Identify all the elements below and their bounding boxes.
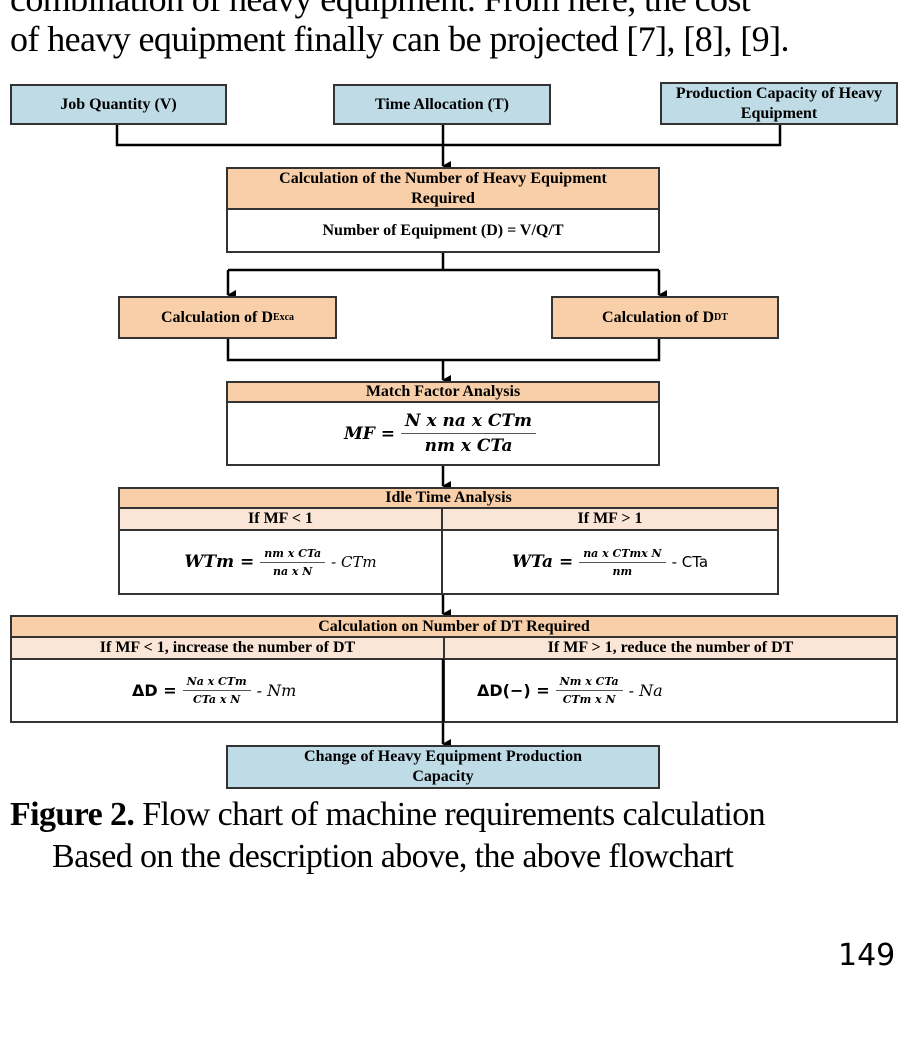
mf-denominator: nm x CTa xyxy=(424,436,513,456)
idle-left-condition: If MF < 1 xyxy=(120,509,443,531)
dt-right-condition: If MF > 1, reduce the number of DT xyxy=(445,638,896,660)
delta-d-numerator: Na x CTm xyxy=(182,675,251,691)
idle-time-box: Idle Time Analysis If MF < 1 If MF > 1 W… xyxy=(118,487,779,595)
idle-right-condition: If MF > 1 xyxy=(443,509,777,531)
delta-d-minus-denominator: CTm x N xyxy=(562,693,616,706)
caption-text: Flow chart of machine requirements calcu… xyxy=(134,796,766,833)
input-production-capacity: Production Capacity of Heavy Equipment xyxy=(660,82,898,125)
mf-lhs: MF = xyxy=(343,423,396,444)
figure-caption: Figure 2. Flow chart of machine requirem… xyxy=(10,796,766,834)
mf-numerator: N x na x CTm xyxy=(401,411,537,434)
body-text-prev-line: combination of heavy equipment. From her… xyxy=(10,0,751,20)
calc-number-formula: Number of Equipment (D) = V/Q/T xyxy=(322,221,564,239)
connector-inputs xyxy=(115,124,782,147)
input-time-allocation: Time Allocation (T) xyxy=(333,84,551,125)
output-box: Change of Heavy Equipment Production Cap… xyxy=(226,745,660,789)
calc-number-box: Calculation of the Number of Heavy Equip… xyxy=(226,167,660,253)
calc-exca-sub: Exca xyxy=(272,311,295,323)
wta-lhs: WTa = xyxy=(511,552,574,572)
match-factor-title: Match Factor Analysis xyxy=(228,383,658,403)
body-text-after: Based on the description above, the abov… xyxy=(52,838,734,875)
wta-rhs: - CTa xyxy=(671,553,709,571)
wtm-denominator: na x N xyxy=(272,564,313,578)
wtm-lhs: WTm = xyxy=(184,552,255,572)
dt-required-box: Calculation on Number of DT Required If … xyxy=(10,615,898,723)
delta-d-denominator: CTa x N xyxy=(192,693,241,706)
delta-d-minus-numerator: Nm x CTa xyxy=(555,675,623,691)
delta-d-minus-rhs: - Na xyxy=(628,681,663,700)
calc-number-title: Calculation of the Number of Heavy Equip… xyxy=(228,169,658,210)
idle-time-title: Idle Time Analysis xyxy=(120,489,777,509)
input-job-quantity: Job Quantity (V) xyxy=(10,84,227,125)
connector-split xyxy=(228,252,659,272)
calc-dt-sub: DT xyxy=(714,311,728,323)
dt-required-title: Calculation on Number of DT Required xyxy=(12,617,896,638)
delta-d-minus-lhs: ΔD(−) = xyxy=(477,681,550,700)
wta-denominator: nm xyxy=(612,564,633,578)
caption-label: Figure 2. xyxy=(10,796,135,833)
calc-dt-label: Calculation of D xyxy=(602,308,715,326)
calc-exca-label: Calculation of D xyxy=(160,308,273,326)
wtm-rhs: - CTm xyxy=(331,553,377,571)
body-text-line: of heavy equipment finally can be projec… xyxy=(10,19,789,59)
wtm-numerator: nm x CTa xyxy=(260,547,326,563)
dt-left-condition: If MF < 1, increase the number of DT xyxy=(12,638,445,660)
wta-numerator: na x CTmx N xyxy=(579,547,666,563)
page-number: 149 xyxy=(838,938,896,973)
delta-d-rhs: - Nm xyxy=(256,681,297,700)
delta-d-lhs: ΔD = xyxy=(132,681,177,700)
connector-merge xyxy=(226,338,661,362)
